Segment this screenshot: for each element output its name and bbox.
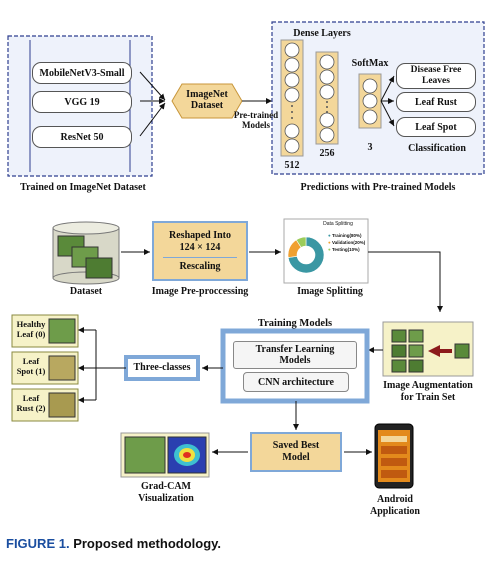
gradcam-heatmap-image	[167, 436, 207, 474]
arrow-split-augment	[368, 251, 443, 312]
reshape-line: Reshaped Into	[169, 229, 231, 241]
ellipsis-256	[326, 101, 328, 113]
dense-layers-label: Dense Layers	[293, 28, 351, 39]
augmentation-card	[382, 321, 474, 377]
preprocess-label: Image Pre-proccessing	[151, 286, 249, 297]
size-line: 124 × 124	[179, 241, 221, 253]
three-classes-label: Three-classes	[133, 362, 191, 373]
layer-size-3: 3	[367, 142, 373, 153]
data-splitting-donut	[287, 236, 325, 274]
model-box-vgg19: VGG 19	[32, 91, 132, 113]
legend-training: ● Training(80%)	[328, 233, 362, 238]
splitting-chart-title: Data Splitting	[323, 221, 353, 227]
rescaling-line: Rescaling	[179, 260, 221, 272]
figure-caption: FIGURE 1. Proposed methodology.	[6, 536, 221, 551]
predictions-label: Predictions with Pre-trained Models	[300, 182, 456, 193]
donut-slice-testing	[295, 236, 307, 248]
arrow-resnet	[139, 102, 166, 137]
neurons-3	[362, 78, 378, 125]
training-models-label: Training Models	[257, 318, 333, 329]
model-box-mobilenet: MobileNetV3-Small	[32, 62, 132, 84]
classification-label: Classification	[408, 143, 466, 154]
figure-number: FIGURE 1.	[6, 536, 70, 551]
model-box-resnet50: ResNet 50	[32, 126, 132, 148]
class-leaf-spot: Leaf Spot	[396, 117, 476, 137]
preprocessing-box: Reshaped Into 124 × 124 Rescaling	[152, 221, 248, 281]
figure-title: Proposed methodology.	[73, 536, 222, 551]
legend-validation: ● Validation(20%)	[328, 240, 366, 245]
arrow-to-disease-free	[380, 75, 395, 102]
rust-leaf-image	[48, 392, 76, 418]
neurons-256	[319, 54, 335, 143]
layer-size-512: 512	[284, 160, 300, 171]
neurons-512	[284, 42, 300, 154]
gradcam-original-image	[124, 436, 166, 474]
splitting-label: Image Splitting	[297, 286, 363, 297]
healthy-leaf-image	[48, 318, 76, 344]
trained-on-label: Trained on ImageNet Dataset	[20, 182, 146, 193]
ellipsis-512	[291, 105, 293, 119]
cnn-architecture-box: CNN architecture	[243, 372, 349, 392]
donut-slice-training	[287, 236, 325, 274]
splitting-legend: ● Training(80%) ● Validation(20%) ● Test…	[328, 232, 368, 253]
arrow-mobilenet	[139, 71, 166, 101]
layer-size-256: 256	[319, 148, 335, 159]
legend-testing: ● Testing(10%)	[328, 247, 360, 252]
arrow-to-leaf-spot	[380, 100, 395, 127]
dataset-label: Dataset	[69, 286, 103, 297]
softmax-label: SoftMax	[351, 58, 389, 69]
spot-leaf-image	[48, 355, 76, 381]
class-leaf-rust: Leaf Rust	[396, 92, 476, 112]
dataset-cylinder	[52, 221, 120, 285]
android-phone	[374, 423, 414, 489]
